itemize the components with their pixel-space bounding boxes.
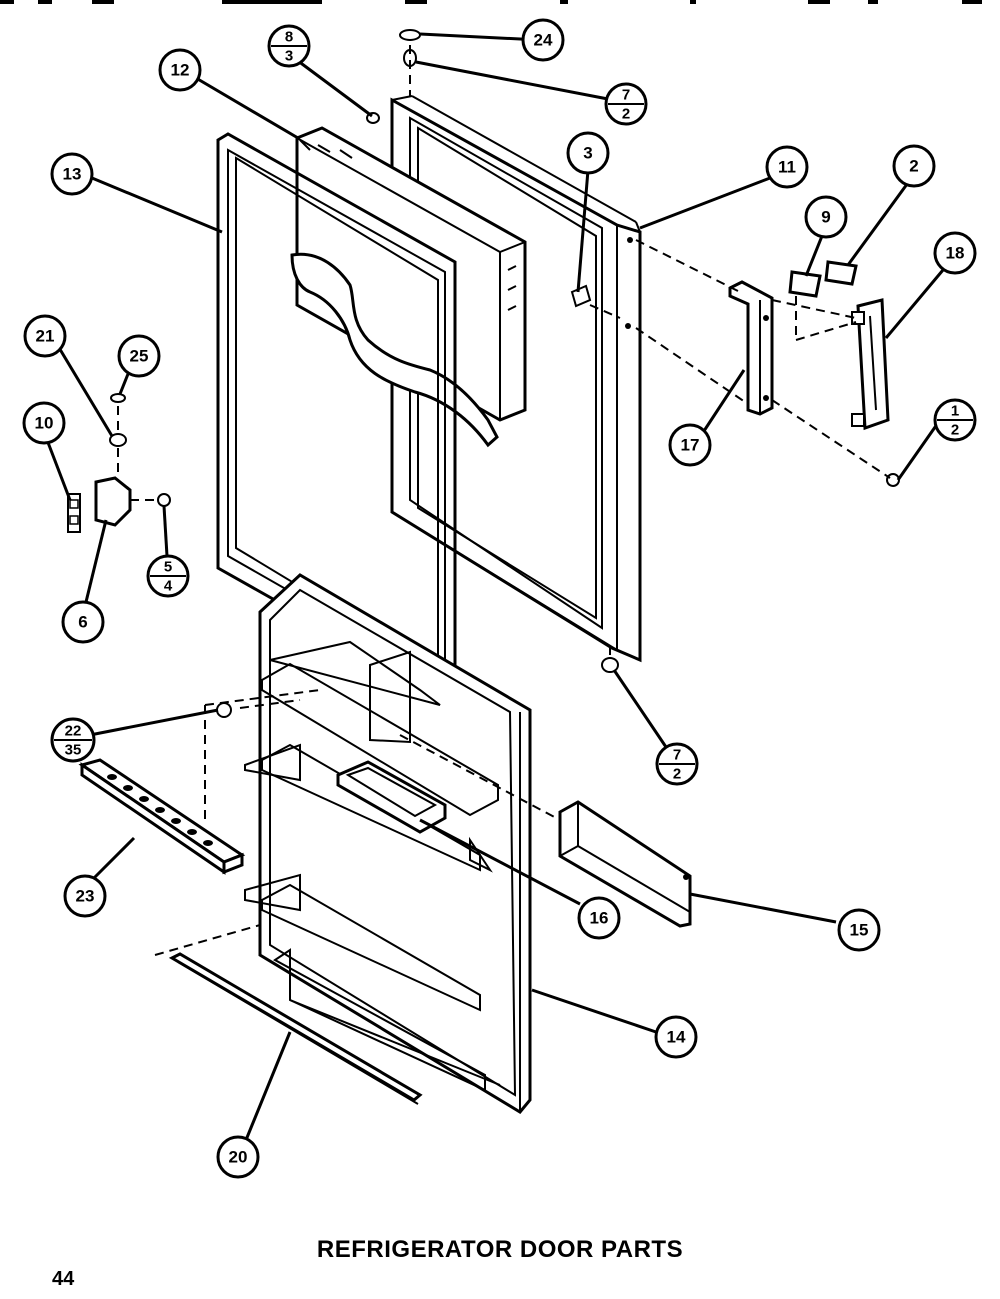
callout-16-label: 16	[590, 909, 609, 928]
pad-part-2	[824, 260, 858, 286]
door-handle	[851, 298, 890, 431]
callout-23-label: 23	[76, 887, 95, 906]
diagram-caption: REFRIGERATOR DOOR PARTS	[316, 1236, 684, 1263]
callout-10: 10	[22, 401, 66, 445]
screw-part-22	[216, 702, 232, 718]
callout-12: 12	[158, 48, 202, 92]
callout-24: 24	[521, 18, 565, 62]
fraction-8-3-bottom: 3	[285, 48, 293, 65]
callout-25: 25	[117, 334, 161, 378]
egg-tray	[78, 758, 246, 875]
fraction-callout-22-35: 22 35	[50, 717, 96, 763]
callout-12-label: 12	[171, 61, 190, 80]
callout-14-label: 14	[667, 1028, 686, 1047]
shelf-rail	[168, 952, 423, 1105]
callout-9: 9	[804, 195, 848, 239]
fraction-7-2-top-numerator: 7	[622, 87, 630, 104]
callout-6: 6	[61, 600, 105, 644]
fraction-8-3-top: 8	[285, 29, 293, 46]
callout-13-label: 13	[63, 165, 82, 184]
fraction-7-2-top-denominator: 2	[622, 106, 630, 123]
callout-20-label: 20	[229, 1148, 248, 1167]
fraction-callout-7-2-top: 7 2	[604, 82, 648, 126]
callout-2-label: 2	[909, 157, 918, 176]
fraction-5-4-top: 5	[164, 559, 172, 576]
bushing-part-24	[399, 29, 421, 41]
bushing-part-7-bottom	[601, 657, 619, 673]
fraction-callout-1-2: 1 2	[933, 398, 977, 442]
fraction-22-35-bottom: 35	[65, 742, 82, 759]
hinge-assembly	[67, 393, 171, 533]
callout-25-label: 25	[130, 347, 149, 366]
fraction-callout-5-4: 5 4	[146, 554, 190, 598]
callout-17-label: 17	[681, 436, 700, 455]
callout-16: 16	[577, 896, 621, 940]
screw-part-1	[886, 473, 900, 487]
callout-17: 17	[668, 423, 712, 467]
callout-3-label: 3	[583, 144, 592, 163]
fraction-22-35-top: 22	[65, 723, 82, 740]
callout-21-label: 21	[36, 327, 55, 346]
fraction-callout-7-2-bottom: 7 2	[655, 742, 699, 786]
callout-9-label: 9	[821, 208, 830, 227]
top-edge-scan-marks	[0, 0, 982, 4]
handle-bracket	[728, 280, 774, 416]
fraction-1-2-top: 1	[951, 403, 959, 420]
door-cover-strip	[558, 800, 692, 928]
callout-10-label: 10	[35, 414, 54, 433]
callout-6-label: 6	[78, 613, 87, 632]
stop-part-3	[570, 284, 592, 308]
callout-18: 18	[933, 231, 977, 275]
leader-lines	[42, 32, 950, 1141]
page-number: 44	[52, 1268, 75, 1290]
callout-11-label: 11	[778, 158, 796, 177]
callout-20: 20	[216, 1135, 260, 1179]
fraction-7-2-bottom-numerator: 7	[673, 747, 681, 764]
callout-15: 15	[837, 908, 881, 952]
callout-13: 13	[50, 152, 94, 196]
callout-23: 23	[63, 874, 107, 918]
fraction-1-2-bottom: 2	[951, 422, 959, 439]
butter-door	[336, 760, 447, 834]
callout-15-label: 15	[850, 921, 869, 940]
callout-14: 14	[654, 1015, 698, 1059]
inner-door-liner	[244, 573, 532, 1114]
callout-3: 3	[566, 131, 610, 175]
fraction-5-4-bottom: 4	[164, 578, 173, 595]
fraction-7-2-bottom-denominator: 2	[673, 766, 681, 783]
callout-18-label: 18	[946, 244, 965, 263]
callout-2: 2	[892, 144, 936, 188]
callout-24-label: 24	[534, 31, 553, 50]
fraction-callout-8-3: 8 3	[267, 24, 311, 68]
pad-part-9	[788, 270, 822, 298]
callout-21: 21	[23, 314, 67, 358]
callout-11: 11	[765, 145, 809, 189]
